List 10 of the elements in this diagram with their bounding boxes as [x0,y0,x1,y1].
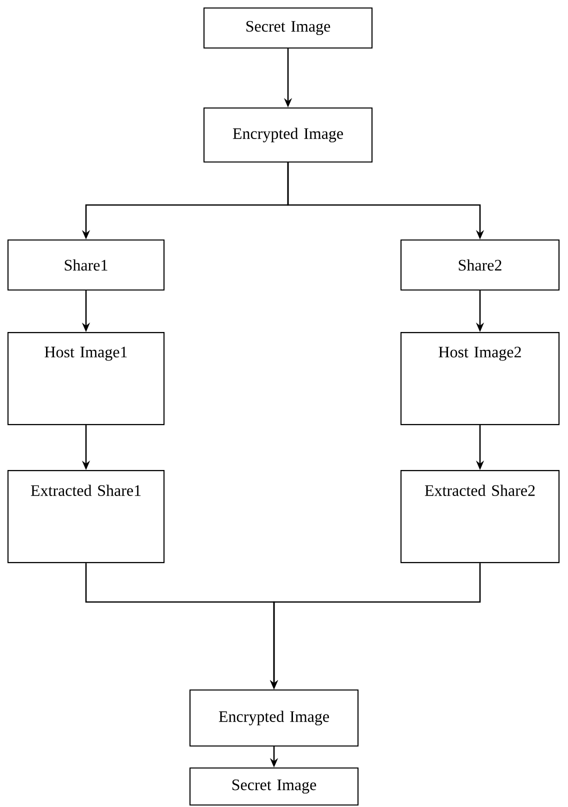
process-box: Secret Image [203,7,373,49]
process-box: Encrypted Image [203,107,373,163]
process-box: Host Image2 [400,332,560,426]
process-box: Encrypted Image [189,689,359,747]
process-box: Extracted Share1 [7,470,165,564]
process-box: Share1 [7,239,165,291]
process-box: Extracted Share2 [400,470,560,564]
process-box: Secret Image [189,767,359,806]
process-box: Host Image1 [7,332,165,426]
process-box: Share2 [400,239,560,291]
